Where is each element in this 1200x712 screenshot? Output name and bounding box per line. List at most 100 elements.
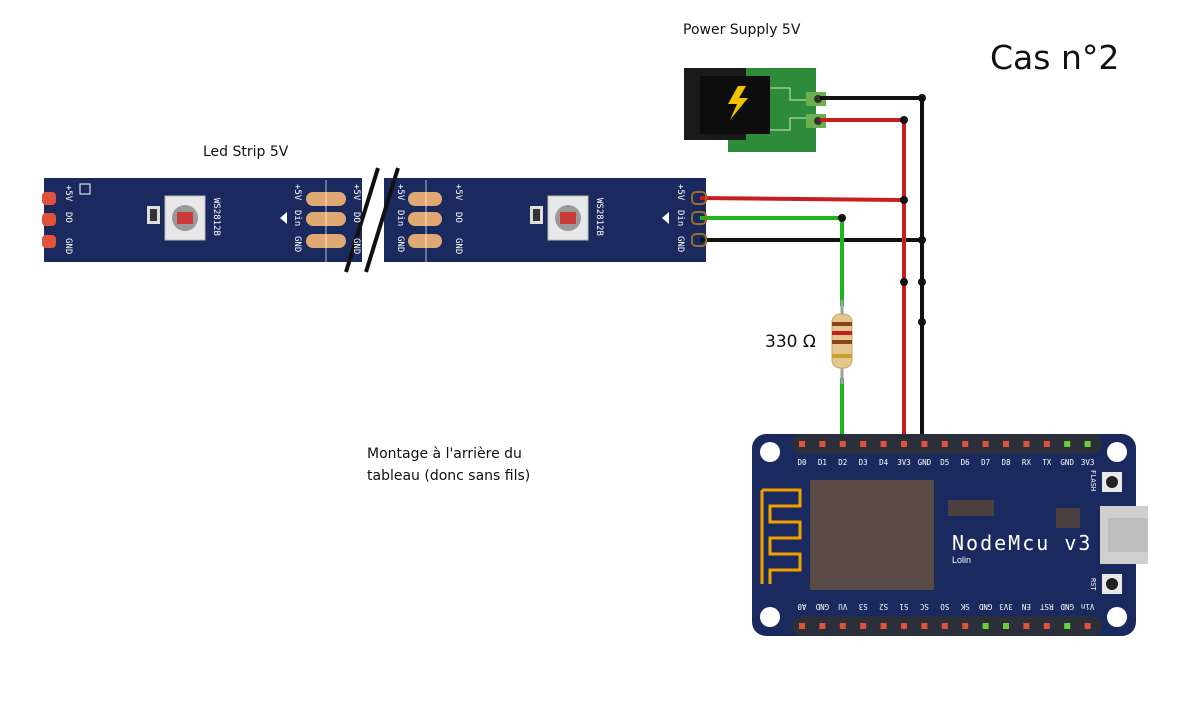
bottom-pin-label: GND xyxy=(815,602,829,611)
flash-label: FLASH xyxy=(1089,470,1097,491)
smd-chip-1 xyxy=(948,500,994,516)
power-supply xyxy=(684,68,826,152)
led-2: WS2812B xyxy=(530,195,604,241)
top-pin-gnd xyxy=(921,441,928,447)
top-pin-d2 xyxy=(839,441,846,447)
bottom-pin-gnd xyxy=(1064,623,1071,629)
bottom-pin-label: GND xyxy=(978,602,992,611)
svg-text:DO: DO xyxy=(453,212,463,223)
top-pin-label: D8 xyxy=(1001,458,1011,467)
mounting-note: Montage à l'arrière du tableau (donc san… xyxy=(367,443,567,487)
right-end-label-5v: +5V xyxy=(675,184,685,201)
top-pin-label: RX xyxy=(1022,458,1032,467)
bottom-pin-so xyxy=(941,623,948,629)
top-pin-d7 xyxy=(982,441,989,447)
top-pin-label: D5 xyxy=(940,458,949,467)
bottom-pin-label: SO xyxy=(940,602,950,611)
bottom-pin-s2 xyxy=(880,623,887,629)
bottom-pin-label: Vin xyxy=(1081,602,1095,611)
top-pin-tx xyxy=(1043,441,1050,447)
top-pin-d0 xyxy=(799,441,805,447)
strip-marker-box xyxy=(79,183,91,195)
bottom-pin-label: SK xyxy=(960,602,970,611)
led-strip: +5V DO GND WS2812B +5V Din GND xyxy=(42,167,706,273)
svg-text:+5V: +5V xyxy=(395,184,405,201)
bottom-pin-gnd xyxy=(982,623,989,629)
top-pin-label: D2 xyxy=(838,458,847,467)
wire-5v-strip xyxy=(699,196,905,202)
top-pin-label: GND xyxy=(1060,458,1074,467)
right-end-connector: +5V Din GND xyxy=(662,184,685,252)
bottom-pin-label: S1 xyxy=(899,602,908,611)
bottom-pin-label: EN xyxy=(1022,602,1031,611)
top-pin-label: D0 xyxy=(797,458,807,467)
svg-text:Din: Din xyxy=(395,210,405,226)
bottom-pin-sc xyxy=(921,623,928,629)
top-pin-d3 xyxy=(860,441,867,447)
svg-text:+5V: +5V xyxy=(351,184,361,201)
bottom-pin-vu xyxy=(839,623,846,629)
top-pin-rx xyxy=(1023,441,1030,447)
bottom-pin-a0 xyxy=(799,623,805,629)
left-end-label-gnd: GND xyxy=(63,238,73,254)
strip-break-line-2 xyxy=(364,167,400,273)
strip-break-line-1 xyxy=(344,167,380,273)
svg-text:Din: Din xyxy=(292,210,302,226)
top-pin-gnd xyxy=(1064,441,1071,447)
svg-text:GND: GND xyxy=(453,238,463,254)
led-2-chip-label: WS2812B xyxy=(594,198,604,236)
top-pin-label: D4 xyxy=(879,458,889,467)
top-pin-label: 3V3 xyxy=(1081,458,1095,467)
bottom-pin-label: GND xyxy=(1060,602,1074,611)
resistor-band-4 xyxy=(832,354,852,358)
bottom-pin-en xyxy=(1023,623,1030,629)
resistor-band-2 xyxy=(832,331,852,335)
top-pin-d5 xyxy=(941,441,948,447)
resistor xyxy=(831,300,853,384)
top-pin-d1 xyxy=(819,441,826,447)
mounting-note-line1: Montage à l'arrière du xyxy=(367,446,522,462)
svg-text:GND: GND xyxy=(351,238,361,254)
svg-text:GND: GND xyxy=(292,236,302,252)
top-pin-d6 xyxy=(962,441,969,447)
junction-dots xyxy=(838,94,926,326)
led-1: WS2812B xyxy=(147,195,221,241)
board-name: NodeMcu v3 xyxy=(952,531,1092,555)
mounting-note-line2: tableau (donc sans fils) xyxy=(367,468,531,484)
resistor-band-3 xyxy=(832,340,852,344)
svg-text:+5V: +5V xyxy=(292,184,302,201)
left-end-label-do: DO xyxy=(63,212,73,223)
right-end-label-gnd: GND xyxy=(675,236,685,252)
esp-module xyxy=(810,480,934,590)
wire-data-to-resistor xyxy=(700,216,844,306)
top-pin-label: D3 xyxy=(859,458,868,467)
cut-pads-left: +5V Din GND +5V DO GND xyxy=(280,180,361,262)
bottom-pin-sk xyxy=(962,623,969,629)
left-end-pad-do xyxy=(42,213,56,226)
bottom-pin-label: S3 xyxy=(859,602,868,611)
bottom-pin-label: SC xyxy=(920,602,929,611)
lightning-icon xyxy=(728,86,748,120)
top-pin-label: D1 xyxy=(818,458,827,467)
top-pin-label: D6 xyxy=(961,458,971,467)
bottom-pin-gnd xyxy=(819,623,826,629)
top-pin-3v3 xyxy=(901,441,907,447)
resistor-band-1 xyxy=(832,322,852,326)
resistor-label: 330 Ω xyxy=(765,332,816,352)
left-end-pad-5v xyxy=(42,192,56,205)
cut-pads-right: +5V Din GND +5V DO GND xyxy=(395,180,463,262)
bottom-pin-s1 xyxy=(901,623,907,629)
svg-text:+5V: +5V xyxy=(453,184,463,201)
right-end-label-din: Din xyxy=(675,210,685,226)
led-strip-label: Led Strip 5V xyxy=(203,144,289,160)
power-supply-label: Power Supply 5V xyxy=(683,22,801,38)
svg-text:GND: GND xyxy=(395,236,405,252)
board-subname: Lolin xyxy=(952,555,971,565)
diagram-title: Cas n°2 xyxy=(990,38,1120,77)
top-pin-3v3 xyxy=(1084,441,1091,447)
bottom-pin-rst xyxy=(1043,623,1050,629)
top-pin-d8 xyxy=(1003,441,1009,447)
